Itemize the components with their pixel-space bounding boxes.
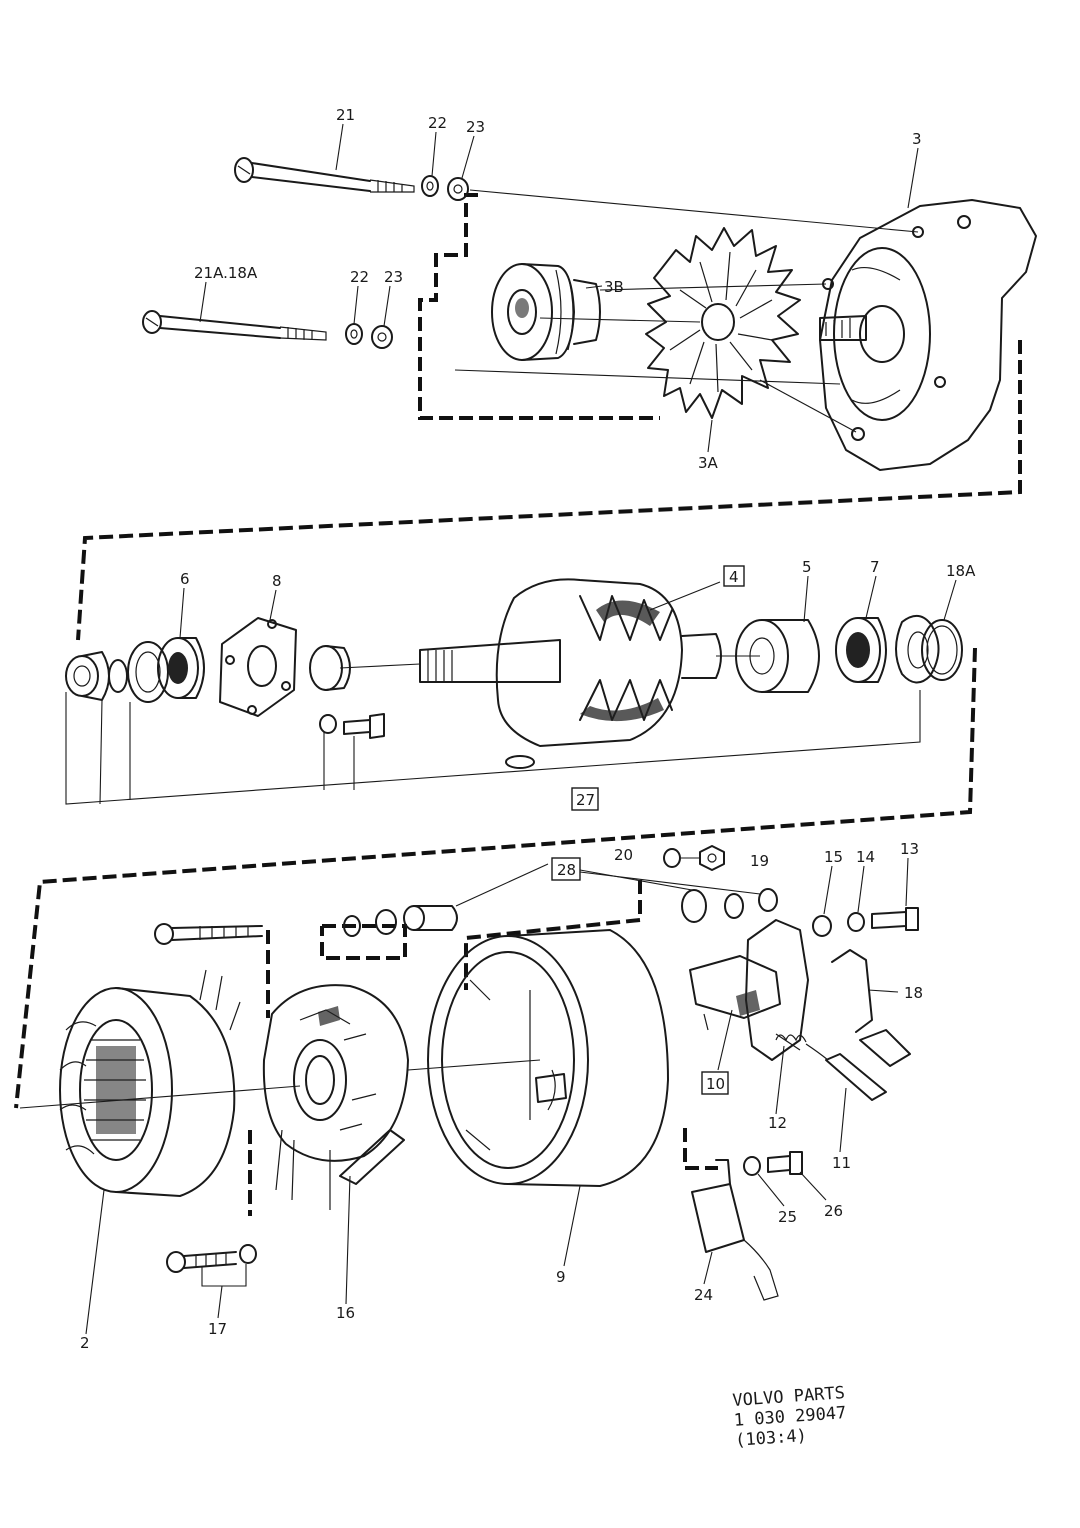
seal-ring-18a bbox=[921, 619, 963, 681]
washer-14 bbox=[847, 912, 865, 932]
kit-27-leaders bbox=[65, 690, 921, 805]
callout-6: 6 bbox=[180, 570, 190, 588]
spring-washer bbox=[108, 659, 128, 693]
washer-23-top bbox=[447, 177, 469, 201]
stator-2 bbox=[59, 969, 241, 1197]
callout-17: 17 bbox=[208, 1320, 227, 1338]
washer-22-top bbox=[421, 175, 439, 197]
parts-reference-footer: VOLVO PARTS 1 030 29047 (103:4) bbox=[732, 1383, 847, 1451]
washer-20 bbox=[663, 848, 681, 868]
callout-10-box bbox=[701, 1071, 729, 1095]
callout-25: 25 bbox=[778, 1208, 797, 1226]
pulley-3b bbox=[491, 263, 601, 361]
bolt-21 bbox=[234, 157, 415, 193]
washer-22-mid bbox=[345, 323, 363, 345]
callout-8: 8 bbox=[272, 572, 282, 590]
callout-22-top: 22 bbox=[428, 114, 447, 132]
nut-left bbox=[65, 651, 110, 701]
front-bracket-3 bbox=[819, 199, 1037, 471]
callout-14: 14 bbox=[856, 848, 875, 866]
spacer-ring bbox=[127, 641, 169, 703]
callout-3b: 3B bbox=[604, 278, 624, 296]
bearing-7 bbox=[835, 617, 887, 683]
callout-11: 11 bbox=[832, 1154, 851, 1172]
rotor-4 bbox=[419, 578, 722, 769]
washer-25 bbox=[743, 1156, 761, 1176]
bearing-6 bbox=[157, 637, 205, 699]
callout-23-top: 23 bbox=[466, 118, 485, 136]
callout-19: 19 bbox=[750, 852, 769, 870]
callout-3: 3 bbox=[912, 130, 922, 148]
fan-3a bbox=[645, 227, 801, 419]
brush-holder-10 bbox=[689, 919, 873, 1061]
callout-3a: 3A bbox=[698, 454, 719, 472]
footer-line-3: (103:4) bbox=[735, 1426, 808, 1451]
callout-21: 21 bbox=[336, 106, 355, 124]
callout-21a-18a: 21A.18A bbox=[194, 264, 258, 282]
screw-17 bbox=[166, 1244, 257, 1287]
callout-26: 26 bbox=[824, 1202, 843, 1220]
callout-7: 7 bbox=[870, 558, 880, 576]
group-brackets bbox=[14, 193, 1022, 1216]
spring-12 bbox=[775, 1034, 807, 1043]
callout-28: 28 bbox=[557, 861, 576, 879]
leader-lines bbox=[85, 123, 957, 1335]
callout-2: 2 bbox=[80, 1334, 90, 1352]
housing-9 bbox=[427, 929, 669, 1187]
callout-23-mid: 23 bbox=[384, 268, 403, 286]
callout-labels: 21 22 23 3 21A.18A 22 23 3B 3A 6 8 4 5 7… bbox=[80, 106, 976, 1352]
rectifier-16 bbox=[262, 984, 409, 1210]
callout-13: 13 bbox=[900, 840, 919, 858]
screw-13 bbox=[871, 907, 919, 931]
callout-16: 16 bbox=[336, 1304, 355, 1322]
callout-22-mid: 22 bbox=[350, 268, 369, 286]
callout-24: 24 bbox=[694, 1286, 713, 1304]
callout-10: 10 bbox=[706, 1075, 725, 1093]
washer-screw-plate bbox=[319, 713, 385, 739]
callout-18a: 18A bbox=[946, 562, 976, 580]
spacer-5 bbox=[735, 619, 820, 693]
bolt-21a-18a bbox=[142, 310, 327, 341]
callout-9: 9 bbox=[556, 1268, 566, 1286]
retainer-plate-8 bbox=[219, 617, 297, 717]
brush-11 bbox=[805, 1029, 911, 1101]
callout-28-box bbox=[551, 857, 581, 881]
screw-26 bbox=[767, 1151, 803, 1175]
regulator-24 bbox=[691, 1159, 779, 1301]
callout-4: 4 bbox=[729, 568, 739, 586]
callout-20: 20 bbox=[614, 846, 633, 864]
callout-4-box bbox=[723, 565, 745, 587]
washer-23-mid bbox=[371, 325, 393, 349]
callout-27-box bbox=[571, 787, 599, 811]
sleeves-28 bbox=[343, 888, 778, 937]
callout-15: 15 bbox=[824, 848, 843, 866]
screw-upper-left bbox=[154, 923, 263, 945]
callout-27: 27 bbox=[576, 791, 595, 809]
callout-5: 5 bbox=[802, 558, 812, 576]
washer-15 bbox=[812, 915, 832, 937]
callout-18: 18 bbox=[904, 984, 923, 1002]
shim-ring bbox=[895, 615, 940, 684]
callout-12: 12 bbox=[768, 1114, 787, 1132]
nut-19 bbox=[699, 845, 725, 871]
